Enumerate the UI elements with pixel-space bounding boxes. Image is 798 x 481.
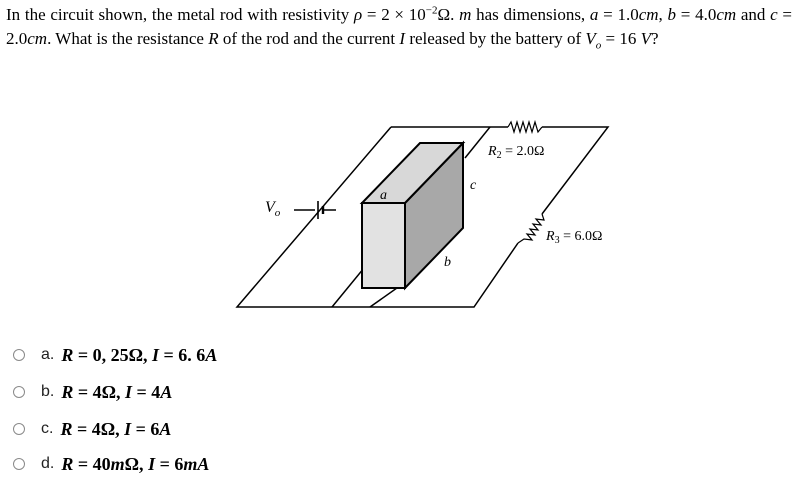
choice-formula: R = 4Ω, I = 4A — [61, 381, 173, 402]
dimension-b-label: b — [444, 255, 451, 270]
choice-letter: b. — [41, 383, 55, 400]
resistor-r3-icon — [517, 213, 545, 244]
resistor-r3-label: R3 = 6.0Ω — [545, 229, 602, 246]
question-text: In the circuit shown, the metal rod with… — [6, 4, 793, 51]
choice-letter: a. — [41, 346, 55, 363]
choice-formula: R = 40mΩ, I = 6mA — [61, 453, 210, 474]
choice-b[interactable]: b. R = 4Ω, I = 4A — [13, 379, 172, 405]
choice-formula: R = 4Ω, I = 6A — [60, 418, 172, 439]
resistor-r2-icon — [507, 119, 543, 135]
radio-d[interactable] — [13, 458, 25, 470]
radio-c[interactable] — [13, 423, 25, 435]
metal-rod — [359, 140, 466, 291]
choice-letter: d. — [41, 455, 55, 472]
choice-a[interactable]: a. R = 0, 25Ω, I = 6. 6A — [13, 342, 217, 368]
choice-formula: R = 0, 25Ω, I = 6. 6A — [61, 344, 218, 365]
radio-a[interactable] — [13, 349, 25, 361]
battery-label: Vo — [265, 199, 281, 219]
radio-b[interactable] — [13, 386, 25, 398]
choice-d[interactable]: d. R = 40mΩ, I = 6mA — [13, 451, 209, 477]
dimension-c-label: c — [470, 178, 477, 193]
choice-letter: c. — [41, 420, 54, 437]
choice-c[interactable]: c. R = 4Ω, I = 6A — [13, 416, 171, 442]
battery-icon — [317, 201, 325, 219]
dimension-a-label: a — [380, 188, 387, 203]
resistor-r2-label: R2 = 2.0Ω — [487, 144, 544, 161]
